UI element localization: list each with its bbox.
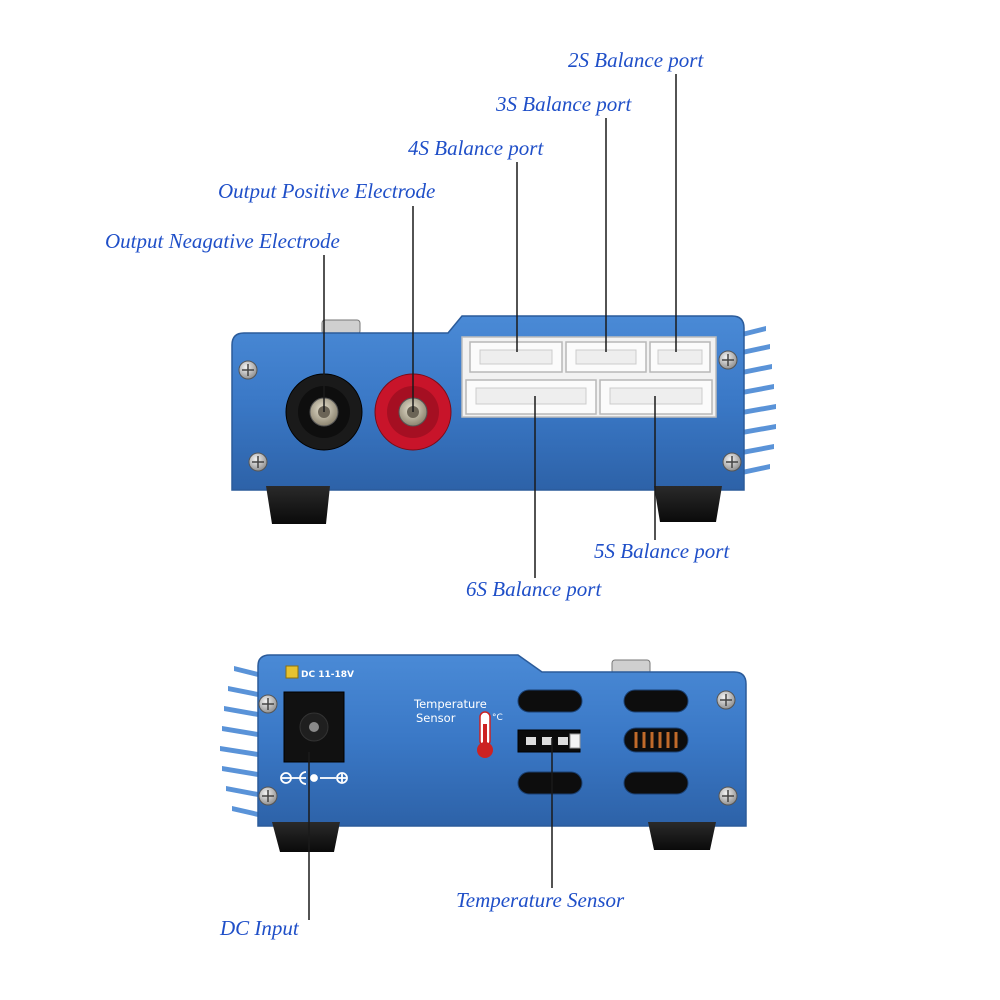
balance-port-6s[interactable] [465,379,597,415]
label-5s-balance-port: 5S Balance port [594,539,730,563]
balance-port-4s[interactable] [469,341,563,373]
label-temperature-sensor: Temperature Sensor [456,888,625,912]
temp-label-line2: Sensor [416,711,456,725]
label-output-negative-electrode: Output Neagative Electrode [105,229,340,253]
label-dc-input: DC Input [220,916,299,940]
balance-port-2s[interactable] [649,341,711,373]
vent-slots [517,689,689,795]
label-2s-balance-port: 2S Balance port [568,48,704,72]
screw [248,452,268,472]
label-6s-balance-port: 6S Balance port [466,577,602,601]
balance-port-5s[interactable] [599,379,713,415]
label-3s-balance-port: 3S Balance port [496,92,632,116]
dc-polarity-icon [280,771,348,785]
dc-rating-label: DC 11-18V [301,670,354,680]
rear-panel [220,654,747,852]
heat-sink-fins-left [220,666,258,817]
screw [258,694,278,714]
rating-badge-icon [285,665,299,679]
label-output-positive-electrode: Output Positive Electrode [218,179,436,203]
heat-sink-fins-right [742,326,776,475]
thermometer-icon [477,711,493,758]
temp-label-line1: Temperature [413,697,487,711]
screw [238,360,258,380]
dc-input-jack[interactable] [283,691,345,763]
temperature-sensor-port[interactable] [517,729,581,753]
temp-unit-label: °C [492,713,503,723]
screw [722,452,742,472]
screw [718,786,738,806]
leader-lines-top [323,74,677,578]
label-4s-balance-port: 4S Balance port [408,136,544,160]
leader-lines-bottom [308,738,553,920]
screw [258,786,278,806]
inductor-coil [634,732,678,748]
screw [718,350,738,370]
screw [716,690,736,710]
